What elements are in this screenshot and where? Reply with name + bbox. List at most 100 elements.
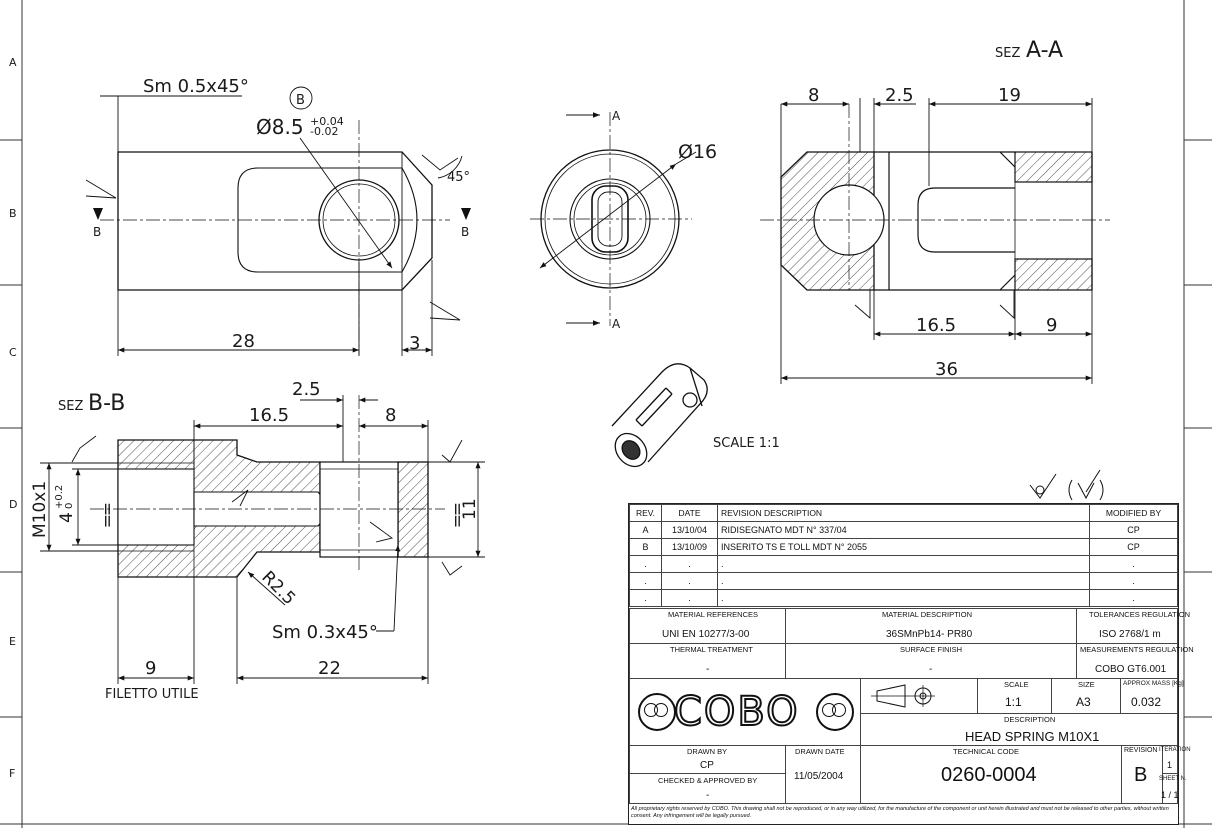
rev-cell: B xyxy=(629,538,662,556)
bb-eq-right-bottom: = xyxy=(447,514,467,528)
material-description-value: 36SMnPb14- PR80 xyxy=(886,629,973,640)
bb-depth-tol-lower: 0 xyxy=(64,503,75,509)
bb-eq-right-top: = xyxy=(447,502,467,516)
rev-cell: . xyxy=(629,572,662,590)
drawn-date-label: DRAWN DATE xyxy=(795,747,845,756)
front-length-28-dim: 28 xyxy=(232,331,255,352)
cut-label-a-bottom: A xyxy=(612,317,621,331)
thread-note: FILETTO UTILE xyxy=(105,687,199,702)
section-aa-prefix: SEZ xyxy=(995,46,1020,61)
tolerances-regulation-value: ISO 2768/1 m xyxy=(1099,629,1161,640)
drawn-by-label: DRAWN BY xyxy=(687,747,728,756)
front-chamfer-dim: Sm 0.5x45° xyxy=(143,76,249,97)
sheet-label: SHEET N. xyxy=(1159,776,1187,782)
front-length-3-dim: 3 xyxy=(409,333,420,354)
title-block: REV. DATE REVISION DESCRIPTION MODIFIED … xyxy=(628,503,1194,825)
modified-by-header: MODIFIED BY xyxy=(1089,504,1178,522)
aa-dim-2-5: 2.5 xyxy=(885,85,914,106)
description-cell: . xyxy=(717,589,1090,607)
section-bb-title: B-B xyxy=(88,391,125,416)
revision-table: REV. DATE REVISION DESCRIPTION MODIFIED … xyxy=(629,504,1178,607)
revision-label: REVISION xyxy=(1124,747,1158,754)
row-label-e: E xyxy=(9,635,16,648)
tolerances-regulation-label: TOLERANCES REGULATION xyxy=(1089,610,1190,619)
size-label: SIZE xyxy=(1078,680,1095,689)
bb-dim-2-5: 2.5 xyxy=(292,379,321,400)
rev-cell: . xyxy=(629,589,662,607)
tolerances-regulation-cell: TOLERANCES REGULATION ISO 2768/1 m xyxy=(1076,608,1190,644)
technical-code-cell: TECHNICAL CODE 0260-0004 xyxy=(860,745,1122,804)
section-aa-view xyxy=(760,98,1110,384)
row-label-d: D xyxy=(9,498,17,511)
bb-eq-left-bottom: = xyxy=(97,514,117,528)
side-view xyxy=(530,112,697,326)
row-labels: A B C D E F xyxy=(9,56,17,780)
surface-finish-label: SURFACE FINISH xyxy=(900,645,963,654)
checked-by-cell: CHECKED & APPROVED BY - xyxy=(629,773,786,804)
section-bb-prefix: SEZ xyxy=(58,399,83,414)
rev-cell: A xyxy=(629,521,662,539)
description-label: DESCRIPTION xyxy=(1004,715,1056,724)
material-references-label: MATERIAL REFERENCES xyxy=(668,610,759,619)
aa-dim-8: 8 xyxy=(808,85,819,106)
iteration-cell: ITERATION 1 xyxy=(1159,745,1191,774)
iteration-label: ITERATION xyxy=(1159,747,1191,753)
description-cell: DESCRIPTION HEAD SPRING M10X1 xyxy=(860,713,1178,746)
sheet-value: 1 / 1 xyxy=(1161,790,1179,800)
aa-dim-36: 36 xyxy=(935,359,958,380)
surface-finish-value: - xyxy=(929,664,933,675)
bb-radius-dim: R2.5 xyxy=(257,567,299,609)
measurements-regulation-label: MEASUREMENTS REGULATION xyxy=(1080,645,1194,654)
scale-cell: SCALE 1:1 xyxy=(977,678,1052,714)
bb-depth-tol-upper: +0.2 xyxy=(54,485,65,509)
cut-label-b-left: B xyxy=(93,225,101,239)
aa-dim-19: 19 xyxy=(998,85,1021,106)
table-row: . . . . xyxy=(629,589,1178,607)
side-view-text: Ø16 A A xyxy=(612,109,717,331)
row-label-a: A xyxy=(9,56,17,69)
bb-dim-16-5: 16.5 xyxy=(249,405,289,426)
description-value: HEAD SPRING M10X1 xyxy=(965,729,1100,744)
modified-by-cell: . xyxy=(1089,572,1178,590)
row-label-c: C xyxy=(9,346,17,359)
drawn-date-value: 11/05/2004 xyxy=(794,771,844,782)
row-label-b: B xyxy=(9,207,17,220)
bb-dim-11: 11 xyxy=(460,498,480,520)
measurements-regulation-cell: MEASUREMENTS REGULATION COBO GT6.001 xyxy=(1076,643,1194,679)
modified-by-cell: . xyxy=(1089,589,1178,607)
section-aa-title: A-A xyxy=(1026,38,1063,63)
company-logo: COBO xyxy=(629,678,861,746)
size-cell: SIZE A3 xyxy=(1051,678,1121,714)
bb-dim-22: 22 xyxy=(318,658,341,679)
rev-header: REV. xyxy=(629,504,662,522)
description-cell: INSERITO TS E TOLL MDT N° 2055 xyxy=(717,538,1090,556)
technical-code-value: 0260-0004 xyxy=(941,764,1037,786)
section-aa-text: SEZ A-A 8 2.5 19 16.5 9 36 xyxy=(808,38,1063,380)
date-header: DATE xyxy=(661,504,718,522)
mass-label: APPROX MASS [Kg] xyxy=(1123,680,1184,687)
legal-notice: All proprietary rights reserved by COBO.… xyxy=(631,806,1169,819)
material-description-cell: MATERIAL DESCRIPTION 36SMnPb14- PR80 xyxy=(785,608,1077,644)
drawn-by-value: CP xyxy=(700,760,714,771)
drawn-by-cell: DRAWN BY CP xyxy=(629,745,786,774)
projection-method-icon xyxy=(871,684,935,708)
material-description-label: MATERIAL DESCRIPTION xyxy=(882,610,973,619)
logo-ring-left-icon xyxy=(638,693,676,731)
bb-dim-8: 8 xyxy=(385,405,396,426)
revision-header-row: REV. DATE REVISION DESCRIPTION MODIFIED … xyxy=(629,504,1178,522)
bb-eq-left-top: = xyxy=(97,502,117,516)
front-hole-dia-dim: Ø8.5 xyxy=(256,115,304,139)
revision-cell: REVISION B xyxy=(1121,745,1163,804)
iteration-value: 1 xyxy=(1167,760,1173,770)
front-view-dimension-text: Sm 0.5x45° B Ø8.5 +0.04 -0.02 45° 28 3 B… xyxy=(93,76,470,354)
projection-symbol-cell xyxy=(860,678,978,714)
surface-finish-symbol xyxy=(1029,469,1104,501)
table-row: A 13/10/04 RIDISEGNATO MDT N° 337/04 CP xyxy=(629,521,1178,539)
thermal-treatment-value: - xyxy=(706,664,710,675)
cut-label-a-top: A xyxy=(612,109,621,123)
front-angle-dim: 45° xyxy=(447,170,470,185)
measurements-regulation-value: COBO GT6.001 xyxy=(1095,664,1167,675)
table-row: . . . . xyxy=(629,572,1178,590)
isometric-view xyxy=(611,363,708,468)
